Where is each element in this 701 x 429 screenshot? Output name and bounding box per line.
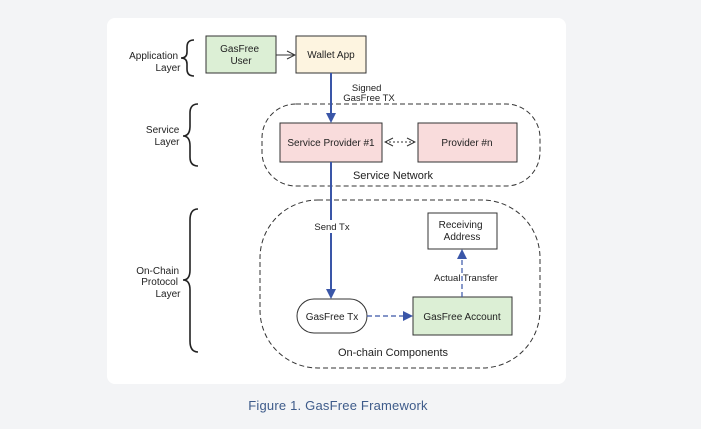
gasfree-user-label: GasFree User — [220, 44, 262, 67]
onchain-layer-brace — [182, 208, 199, 353]
receiving-address-node — [427, 212, 498, 250]
receiving-address-label: Receiving Address — [439, 220, 486, 243]
onchain-components-group — [259, 199, 541, 369]
gasfree-account-label: GasFree Account — [423, 312, 500, 323]
send-tx-label: Send Tx — [314, 222, 349, 233]
gasfree-tx-label: GasFree Tx — [306, 312, 359, 323]
actual-transfer-label: Actual Transfer — [434, 273, 498, 284]
gasfree-user-node — [205, 35, 277, 74]
application-layer-label: Application Layer — [129, 51, 181, 74]
application-layer-brace — [180, 39, 195, 77]
service-network-group — [261, 103, 541, 187]
signed-tx-label: Signed GasFree TX — [343, 83, 395, 104]
service-layer-label: Service Layer — [146, 125, 182, 148]
gasfree-framework-diagram: Application Layer Service Layer On-Chain… — [129, 35, 541, 369]
onchain-components-label: On-chain Components — [338, 347, 449, 359]
service-provider-label: Service Provider #1 — [287, 138, 375, 149]
wallet-app-node — [295, 35, 367, 74]
provider-n-label: Provider #n — [441, 138, 492, 149]
wallet-app-label: Wallet App — [307, 50, 355, 61]
onchain-layer-label: On-Chain Protocol Layer — [136, 266, 182, 300]
send-tx-label-bg — [312, 220, 352, 233]
service-layer-brace — [182, 103, 199, 167]
service-network-label: Service Network — [353, 170, 434, 182]
provider-n-node — [417, 122, 518, 163]
figure-caption: Figure 1. GasFree Framework — [248, 398, 428, 413]
